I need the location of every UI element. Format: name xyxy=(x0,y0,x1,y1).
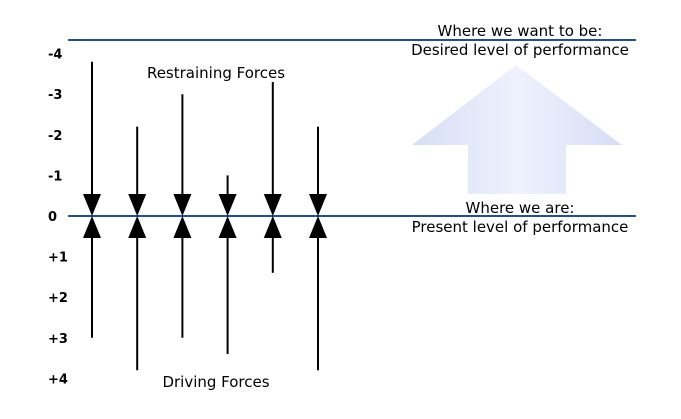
restraining-force-arrowhead xyxy=(263,194,282,216)
improvement-arrow xyxy=(412,65,622,194)
present-level-caption-line1: Where we are: xyxy=(466,199,575,217)
restraining-force-arrowhead xyxy=(309,194,327,216)
present-level-caption-line2: Present level of performance xyxy=(412,218,629,236)
scale-label: +2 xyxy=(48,291,68,306)
scale-label: +3 xyxy=(48,332,68,347)
driving-force-arrowhead xyxy=(309,216,327,238)
scale-label: 0 xyxy=(48,210,57,225)
driving-forces-label: Driving Forces xyxy=(162,373,269,391)
scale-label: -4 xyxy=(48,48,62,63)
driving-force-arrowhead xyxy=(218,216,237,238)
restraining-force-arrowhead xyxy=(218,194,237,216)
restraining-force-arrowhead xyxy=(128,194,147,216)
driving-force-arrowhead xyxy=(173,216,192,238)
driving-force-arrowhead xyxy=(263,216,282,238)
desired-level-caption-line1: Where we want to be: xyxy=(438,22,603,40)
driving-force-arrowhead xyxy=(128,216,147,238)
scale-label: +1 xyxy=(48,251,68,266)
restraining-forces-label: Restraining Forces xyxy=(147,64,285,82)
scale-labels: -4 -3 -2 -1 0 +1 +2 +3 +4 xyxy=(48,48,68,388)
restraining-force-arrowhead xyxy=(83,194,101,216)
scale-label: -2 xyxy=(48,129,62,144)
restraining-force-arrowhead xyxy=(173,194,192,216)
scale-label: -1 xyxy=(48,169,62,184)
scale-label: -3 xyxy=(48,88,62,103)
desired-level-caption-line2: Desired level of performance xyxy=(411,41,629,59)
force-arrows xyxy=(83,61,327,371)
driving-force-arrowhead xyxy=(83,216,101,238)
scale-label: +4 xyxy=(48,372,68,387)
